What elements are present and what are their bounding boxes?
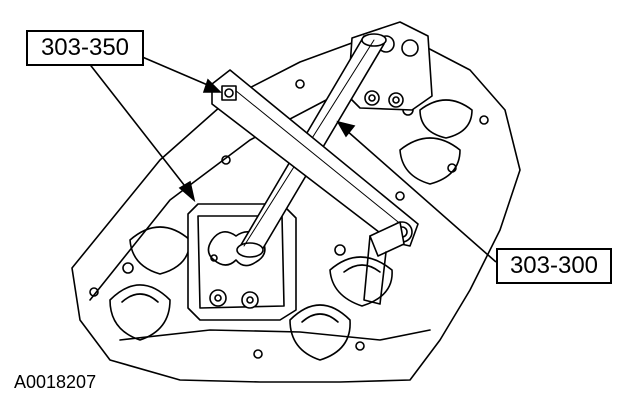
cylinder-head-outline	[71, 39, 521, 383]
callout-label-303-350: 303-350	[26, 30, 144, 66]
leader-b	[345, 129, 497, 263]
figure-id: A0018207	[14, 372, 97, 392]
leader-a-1	[87, 61, 189, 191]
arrowhead-a-2	[202, 78, 222, 93]
cam-journal-right	[329, 256, 393, 307]
arrowhead-a-1	[178, 180, 196, 203]
cross-bar	[211, 69, 419, 305]
cam-journal-middle	[289, 304, 351, 361]
callout-label-303-300: 303-300	[496, 248, 612, 284]
cam-journal-upper-right	[399, 99, 473, 185]
arrowhead-b	[336, 120, 356, 138]
head-inner-edge-2	[119, 329, 431, 341]
leader-a-2	[139, 55, 211, 87]
cam-journal-left	[109, 284, 171, 341]
cam-journal-left-upper	[129, 226, 191, 275]
